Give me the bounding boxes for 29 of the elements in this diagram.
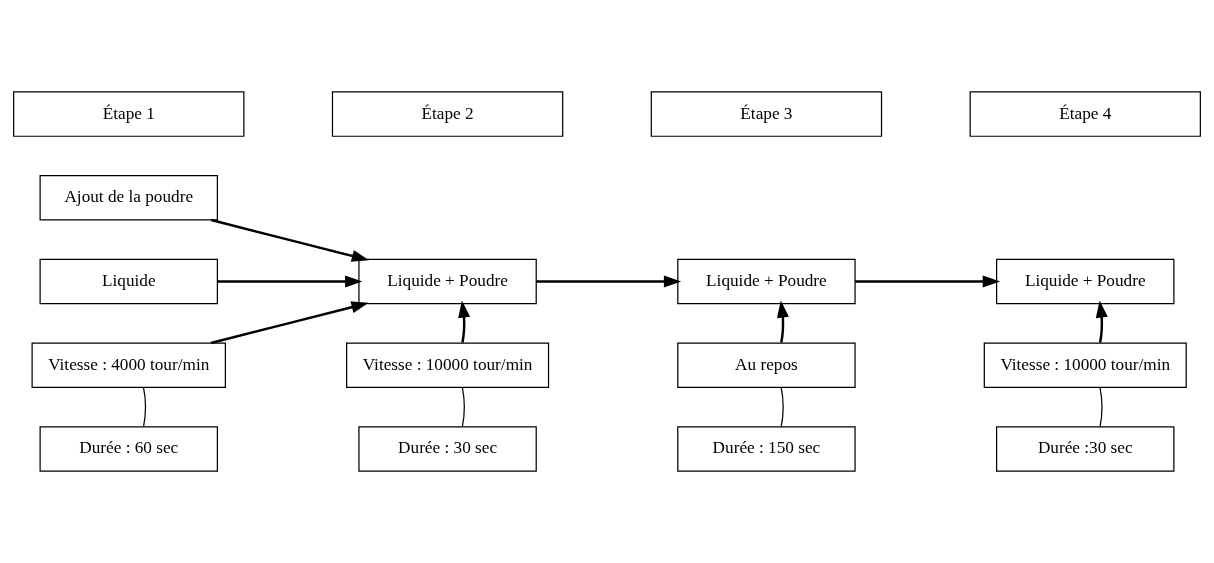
node-box: Étape 4 (969, 91, 1201, 137)
arrow (536, 275, 682, 288)
node-box: Vitesse : 4000 tour/min (31, 342, 226, 388)
node-box: Au repos (677, 342, 856, 388)
arrow (1095, 300, 1108, 343)
node-box: Vitesse : 10000 tour/min (983, 342, 1187, 388)
arrow (217, 275, 363, 288)
node-box: Étape 2 (331, 91, 564, 137)
arrow (776, 300, 789, 343)
arrow (855, 275, 1000, 288)
connector (142, 387, 146, 427)
node-box: Liquide + Poudre (996, 258, 1175, 305)
node-box: Liquide + Poudre (358, 258, 537, 305)
connector (1099, 387, 1103, 427)
node-box: Liquide (39, 258, 218, 305)
node-box: Ajout de la poudre (39, 175, 218, 221)
node-box: Étape 3 (650, 91, 883, 137)
connector (780, 387, 784, 427)
node-box: Durée : 30 sec (358, 426, 537, 472)
node-box: Durée :30 sec (996, 426, 1175, 472)
node-box: Étape 1 (13, 91, 245, 137)
arrow (210, 301, 369, 345)
arrow (210, 218, 370, 262)
node-box: Durée : 150 sec (677, 426, 856, 472)
node-box: Durée : 60 sec (39, 426, 218, 472)
connector (461, 387, 465, 427)
node-box: Liquide + Poudre (677, 258, 856, 305)
arrow (458, 300, 471, 343)
node-box: Vitesse : 10000 tour/min (346, 342, 550, 388)
